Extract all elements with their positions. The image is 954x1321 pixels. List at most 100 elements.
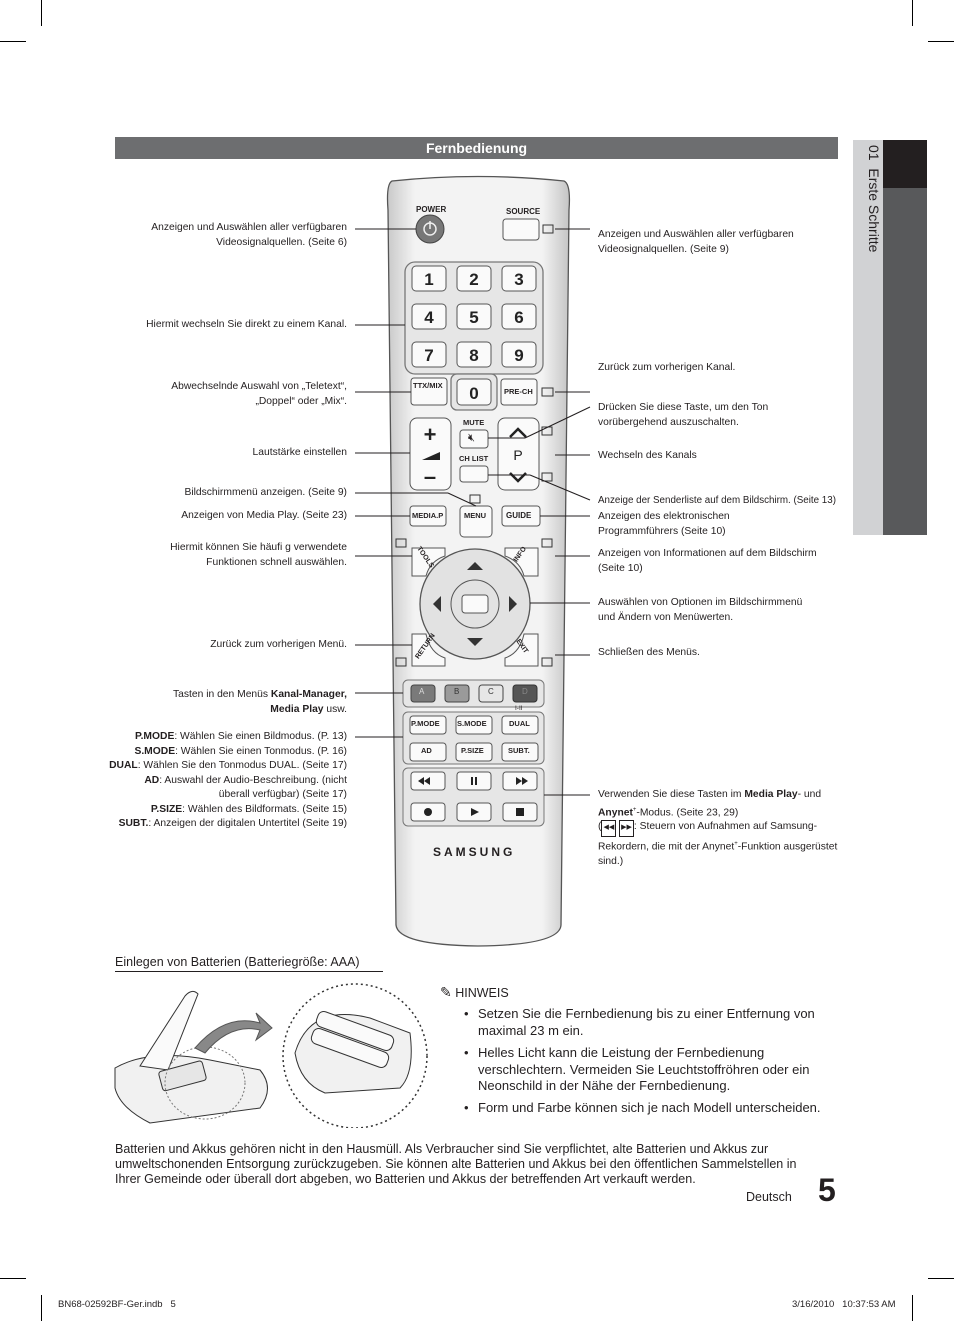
info-button (504, 547, 539, 577)
dual-button (501, 715, 539, 735)
pause-icon (471, 777, 473, 785)
battery-heading: Einlegen von Batterien (Batteriegröße: A… (115, 955, 360, 969)
tools-button (411, 547, 446, 577)
source-label: SOURCE (506, 207, 541, 216)
digit-4: 4 (424, 308, 434, 327)
ad-label: AD (421, 746, 432, 755)
digit-0: 0 (469, 384, 478, 403)
color-button-d (512, 684, 538, 703)
bullet-icon: • (464, 1006, 469, 1021)
color-label-b: B (454, 687, 460, 696)
label-ttx: Abwechselnde Auswahl von „Teletext“,„Dop… (171, 381, 347, 407)
digit-8: 8 (469, 346, 478, 365)
label-menu: Bildschirmmenü anzeigen. (Seite 9) (184, 487, 347, 498)
crop-mark (41, 0, 42, 26)
color-button-c (478, 684, 504, 703)
smode-label: S.MODE (457, 719, 487, 728)
label-channel: Wechseln des Kanals (598, 450, 697, 461)
label-source: Anzeigen und Auswählen aller verfügbaren… (598, 229, 794, 255)
color-label-a: A (419, 687, 425, 696)
crop-mark (0, 1278, 26, 1279)
pause-button (456, 771, 492, 791)
label-mode-buttons: P.MODE: Wählen Sie einen Bildmodus. (P. … (109, 731, 347, 829)
digit-7: 7 (424, 346, 433, 365)
battery-heading-underline (115, 971, 383, 972)
volume-rocker (409, 417, 452, 491)
chapter-tab: 01 Erste Schritte (856, 145, 882, 405)
pencil-icon: ✎ (440, 984, 452, 1000)
note-item-1: Setzen Sie die Fernbedienung bis zu eine… (478, 1006, 815, 1038)
color-label-c: C (488, 687, 494, 696)
prech-button (500, 378, 538, 406)
label-return: Zurück zum vorherigen Menü. (210, 639, 347, 650)
svg-text:+: + (424, 422, 437, 447)
note-item-3: Form und Farbe können sich je nach Model… (478, 1100, 821, 1115)
chapter-number: 01 (866, 145, 882, 161)
battery-illustration (114, 983, 428, 1128)
guide-label: GUIDE (506, 511, 532, 520)
psize-button (455, 742, 493, 762)
crop-mark (41, 1295, 42, 1321)
pmode-button (409, 715, 447, 735)
label-info: Anzeigen von Informationen auf dem Bilds… (598, 548, 817, 574)
subt-label: SUBT. (508, 746, 530, 755)
stop-icon (516, 808, 524, 816)
label-mediap: Anzeigen von Media Play. (Seite 23) (181, 510, 347, 521)
source-button (502, 218, 540, 241)
label-chlist: Anzeige der Senderliste auf dem Bildschi… (598, 495, 836, 506)
note-item-2: Helles Licht kann die Leistung der Fernb… (478, 1045, 810, 1093)
digit-3: 3 (514, 270, 523, 289)
side-tab-background (853, 140, 883, 535)
disposal-notice: Batterien und Akkus gehören nicht in den… (115, 1142, 797, 1187)
color-label-d: D (522, 687, 528, 696)
crop-mark (0, 41, 26, 42)
psize-label: P.SIZE (461, 746, 484, 755)
side-tab-marker (883, 140, 927, 188)
digit-1: 1 (424, 270, 433, 289)
smode-button (455, 715, 493, 735)
digit-5: 5 (469, 308, 478, 327)
mute-button (459, 429, 489, 449)
label-media: Verwenden Sie diese Tasten im Media Play… (598, 789, 838, 867)
chlist-button (459, 465, 489, 483)
subt-button (501, 742, 539, 762)
page-number: 5 (818, 1172, 836, 1208)
digit-2: 2 (469, 270, 478, 289)
language-label: Deutsch (746, 1190, 792, 1204)
bullet-icon: • (464, 1045, 469, 1060)
label-power: Anzeigen und Auswählen aller verfügbaren… (151, 222, 347, 248)
color-button-a (410, 684, 436, 703)
chlist-label: CH LIST (459, 454, 489, 463)
footer-file: BN68-02592BF-Ger.indb 5 (58, 1299, 176, 1310)
side-tab-dark (883, 140, 927, 535)
crop-mark (912, 1295, 913, 1321)
exit-button (504, 633, 539, 667)
enter-button (461, 594, 489, 614)
mute-icon: 🔇︎ (468, 432, 475, 444)
label-color-buttons: Tasten in den Menüs Kanal-Manager,Media … (173, 689, 347, 715)
dual-label: DUAL (509, 719, 530, 728)
label-nav: Auswählen von Optionen im Bildschirmmenü… (598, 597, 803, 623)
digit-9: 9 (514, 346, 523, 365)
bullet-icon: • (464, 1100, 469, 1115)
footer-date: 3/16/2010 10:37:53 AM (792, 1299, 896, 1310)
dual-indicator: I-II (515, 705, 523, 712)
ttx-label: TTX/MIX (413, 381, 443, 390)
menu-label: MENU (464, 511, 487, 520)
mediap-label: MEDIA.P (412, 511, 444, 520)
label-exit: Schließen des Menüs. (598, 647, 700, 658)
rewind-icon: ◀◀ (601, 820, 617, 837)
label-prech: Zurück zum vorherigen Kanal. (598, 362, 736, 373)
brand-logo: SAMSUNG (433, 845, 516, 859)
crop-mark (912, 0, 913, 26)
mute-label: MUTE (463, 418, 485, 427)
ad-button (409, 742, 447, 762)
fast-forward-icon (516, 777, 528, 785)
label-volume: Lautstärke einstellen (252, 447, 347, 458)
digit-6: 6 (514, 308, 523, 327)
digit-buttons (411, 265, 537, 406)
note-heading: ✎ HINWEIS (440, 984, 509, 1000)
crop-mark (928, 41, 954, 42)
